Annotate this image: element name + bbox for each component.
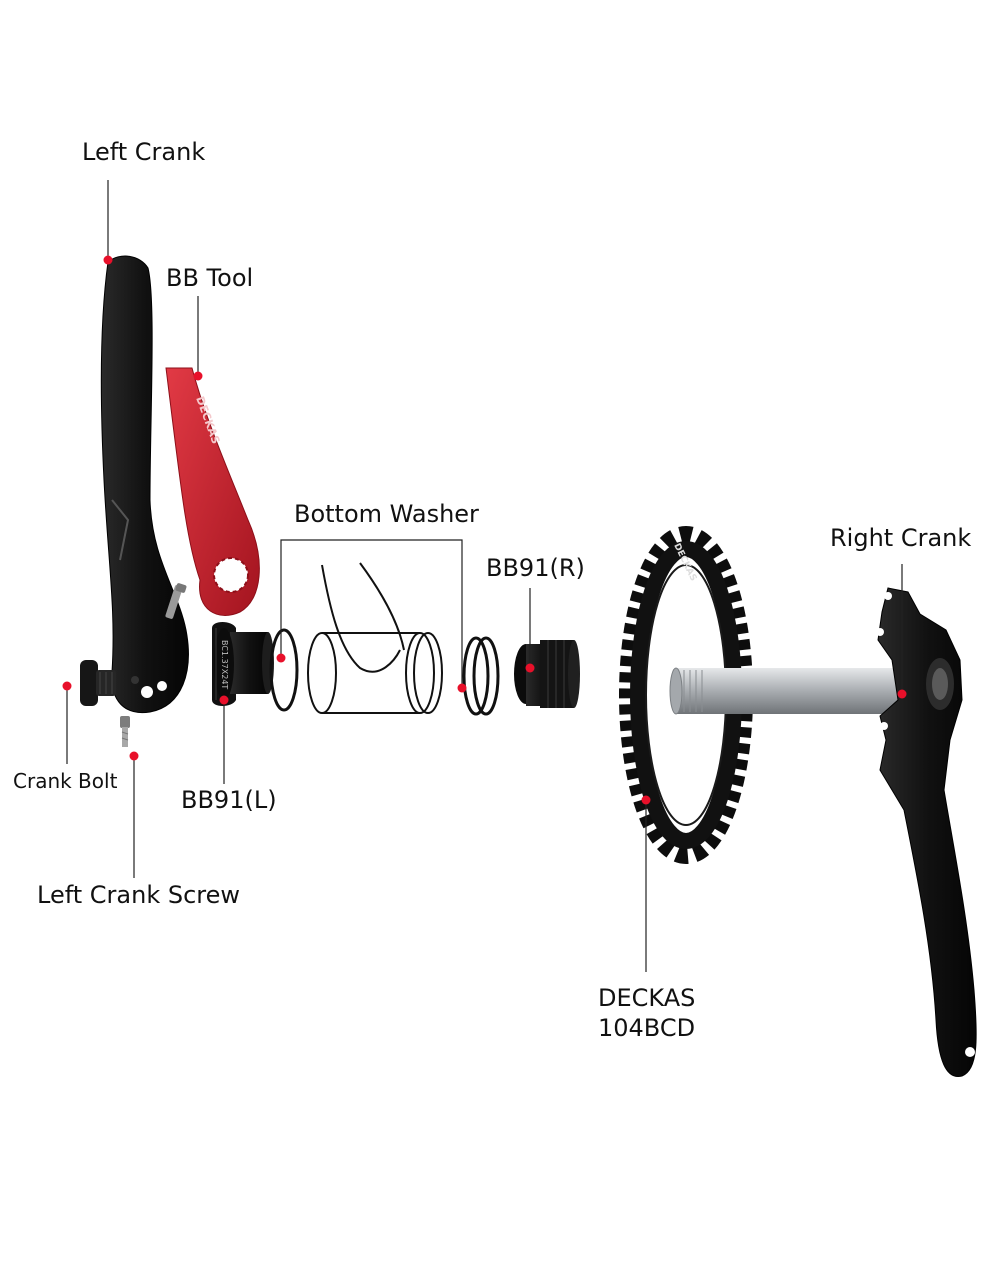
- spindle-part: [670, 668, 908, 714]
- left-crank-part: [101, 256, 188, 713]
- marker-bottom-washer-right: [458, 684, 467, 693]
- leader-lines: [67, 180, 902, 972]
- label-bb-tool: BB Tool: [166, 264, 253, 292]
- marker-left-crank: [104, 256, 113, 265]
- marker-bb91-left: [220, 696, 229, 705]
- bb-sleeve-outline: [308, 563, 442, 713]
- label-left-crank: Left Crank: [82, 138, 205, 166]
- right-crank-part: [876, 588, 976, 1077]
- label-bb91-left: BB91(L): [181, 786, 277, 814]
- label-crank-bolt: Crank Bolt: [13, 769, 118, 793]
- label-deckas-line1: DECKAS: [598, 984, 695, 1012]
- label-deckas-line2: 104BCD: [598, 1014, 695, 1042]
- marker-bb-tool: [194, 372, 203, 381]
- label-left-crank-screw: Left Crank Screw: [37, 881, 240, 909]
- bottom-washer-right-part: [464, 638, 498, 714]
- marker-deckas-chainring: [642, 796, 651, 805]
- bb91-left-cup-marking: BC1.37X24T: [220, 640, 229, 689]
- marker-bottom-washer-left: [277, 654, 286, 663]
- marker-left-crank-screw: [130, 752, 139, 761]
- label-bb91-right: BB91(R): [486, 554, 585, 582]
- bb91-right-cup-part: [514, 640, 580, 708]
- crank-bolt-part: [80, 660, 116, 706]
- bb91-left-cup-part: BC1.37X24T: [212, 622, 274, 706]
- bb-tool-part: DECKAS: [166, 368, 259, 615]
- marker-crank-bolt: [63, 682, 72, 691]
- marker-right-crank: [898, 690, 907, 699]
- label-right-crank: Right Crank: [830, 524, 971, 552]
- marker-bb91-right: [526, 664, 535, 673]
- bottom-washer-left-part: [271, 630, 297, 710]
- left-crank-screw-part: [120, 716, 130, 747]
- label-bottom-washer: Bottom Washer: [294, 500, 479, 528]
